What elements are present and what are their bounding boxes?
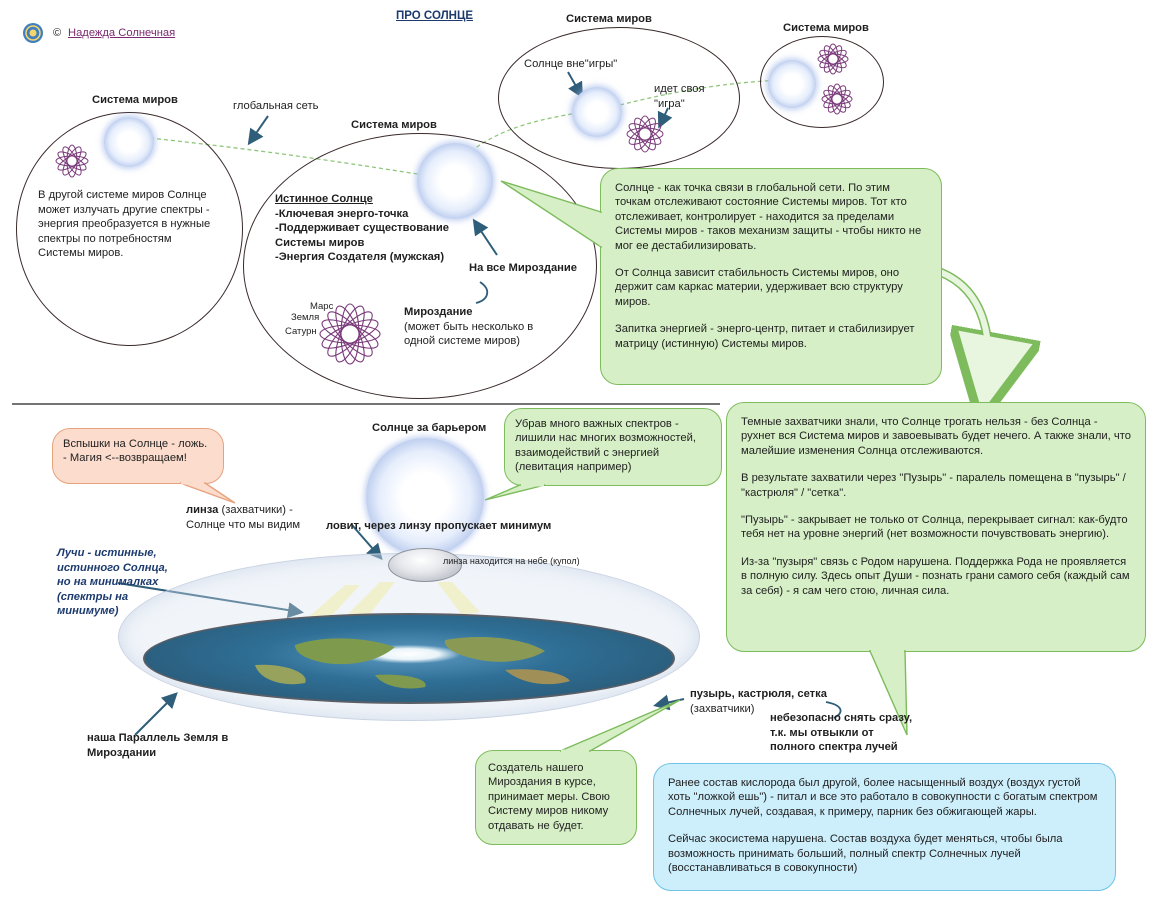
center-system-title: Система миров bbox=[351, 119, 437, 131]
bubble-label: пузырь, кастрюля, сетка (захватчики) bbox=[690, 687, 827, 716]
callout-green-middle-text: Убрав много важных спектров - лишили нас… bbox=[515, 418, 696, 474]
flat-earth-disk bbox=[143, 613, 675, 704]
bubble-label-note: (захватчики) bbox=[690, 702, 755, 715]
true-sun-line1: -Ключевая энерго-точка bbox=[275, 207, 409, 220]
callout-green-bottom: Создатель нашего Мироздания в курсе, при… bbox=[475, 750, 637, 845]
mirozdanie-description: Мироздание (может быть несколько в одной… bbox=[404, 305, 539, 349]
left-system-title: Система миров bbox=[92, 94, 178, 106]
rays-label: Лучи - истинные, истинного Солнца, но на… bbox=[57, 547, 168, 617]
upper-system-flower-icon bbox=[625, 114, 665, 154]
callout-blue-bottom-p1: Ранее состав кислорода был другой, более… bbox=[668, 777, 1098, 818]
callout-blue-bottom: Ранее состав кислорода был другой, более… bbox=[653, 763, 1116, 891]
planet-earth-label: Земля bbox=[291, 312, 320, 323]
lens-icon bbox=[388, 548, 462, 582]
lens-in-sky-label: линза находится на небе (купол) bbox=[443, 556, 580, 566]
lens-label: линза (захватчики) - Солнце что мы видим bbox=[186, 503, 316, 532]
true-sun-title: Истинное Солнце bbox=[275, 193, 373, 205]
callout-green-right-p4: Из-за "пузыря" связь с Родом нарушена. П… bbox=[741, 555, 1130, 597]
lens-label-line2: Солнце что мы видим bbox=[186, 518, 301, 531]
logo-icon bbox=[22, 22, 44, 44]
true-sun-line2: -Поддерживает существование bbox=[275, 222, 450, 234]
callout-green-middle: Убрав много важных спектров - лишили нас… bbox=[504, 408, 722, 486]
far-right-system-sun bbox=[768, 60, 816, 108]
bubble-label-bold: пузырь, кастрюля, сетка bbox=[690, 688, 827, 700]
mirozdanie-note: (может быть несколько в одной системе ми… bbox=[404, 320, 534, 348]
callout-green-top-p2: От Солнца зависит стабильность Системы м… bbox=[615, 267, 903, 308]
lens-label-bold: линза bbox=[186, 504, 219, 516]
own-game-label: идет своя "игра" bbox=[654, 83, 705, 110]
callout-green-right-p2: В результате захватили через "Пузырь" - … bbox=[741, 472, 1126, 499]
callout-green-top-p1: Солнце - как точка связи в глобальной се… bbox=[615, 182, 922, 252]
sun-behind-barrier bbox=[366, 438, 484, 556]
upper-system-sun bbox=[572, 87, 622, 137]
left-system-ellipse bbox=[16, 112, 243, 346]
upper-system-title: Система миров bbox=[566, 13, 652, 25]
catches-label: ловит, через линзу пропускает минимум bbox=[326, 520, 552, 532]
true-sun-line4: -Энергия Создателя (мужская) bbox=[275, 251, 445, 263]
far-right-system-title: Система миров bbox=[783, 22, 869, 34]
earth-label: наша Параллель Земля в Мироздании bbox=[87, 732, 229, 759]
mirozdanie-title: Мироздание bbox=[404, 306, 473, 318]
callout-green-top-p3: Запитка энергией - энерго-центр, питает … bbox=[615, 323, 915, 350]
mirozdanie-flower-icon bbox=[317, 301, 383, 367]
author-link[interactable]: Надежда Солнечная bbox=[68, 27, 176, 39]
global-network-label: глобальная сеть bbox=[233, 100, 319, 112]
callout-green-top: Солнце - как точка связи в глобальной се… bbox=[600, 168, 942, 385]
sun-barrier-title: Солнце за барьером bbox=[372, 422, 487, 434]
true-sun-line3: Системы миров bbox=[275, 236, 365, 249]
sun-outside-label: Солнце вне"игры" bbox=[524, 58, 618, 70]
callout-green-right: Темные захватчики знали, что Солнце трог… bbox=[726, 402, 1146, 652]
center-system-ellipse bbox=[243, 133, 597, 399]
copyright-symbol: © bbox=[53, 27, 62, 39]
far-right-flower-icon bbox=[816, 42, 850, 76]
callout-green-bottom-text: Создатель нашего Мироздания в курсе, при… bbox=[488, 762, 610, 832]
left-system-sun bbox=[104, 117, 154, 167]
far-right-flower-icon bbox=[820, 82, 854, 116]
true-sun bbox=[417, 143, 493, 219]
lens-label-rest: (захватчики) - bbox=[218, 504, 293, 516]
left-system-description: В другой системе миров Солнце может излу… bbox=[38, 189, 211, 259]
far-right-system-ellipse bbox=[760, 36, 884, 128]
callout-green-right-p1: Темные захватчики знали, что Солнце трог… bbox=[741, 416, 1131, 457]
callout-orange-text: Вспышки на Солнце - ложь. - Магия <--воз… bbox=[63, 438, 208, 465]
left-system-flower-icon bbox=[54, 143, 90, 179]
to-all-label: На все Мироздание bbox=[469, 262, 578, 274]
unsafe-label: небезопасно снять сразу, т.к. мы отвыкли… bbox=[770, 712, 913, 753]
planet-saturn-label: Сатурн bbox=[285, 326, 317, 337]
callout-blue-bottom-p2: Сейчас экосистема нарушена. Состав возду… bbox=[668, 833, 1063, 875]
callout-orange: Вспышки на Солнце - ложь. - Магия <--воз… bbox=[52, 428, 224, 484]
page-title: ПРО СОЛНЦЕ bbox=[396, 10, 474, 22]
true-sun-description: Истинное Солнце -Ключевая энерго-точка -… bbox=[275, 192, 465, 265]
callout-green-right-p3: "Пузырь" - закрывает не только от Солнца… bbox=[741, 514, 1128, 541]
planet-mars-label: Марс bbox=[310, 301, 334, 312]
